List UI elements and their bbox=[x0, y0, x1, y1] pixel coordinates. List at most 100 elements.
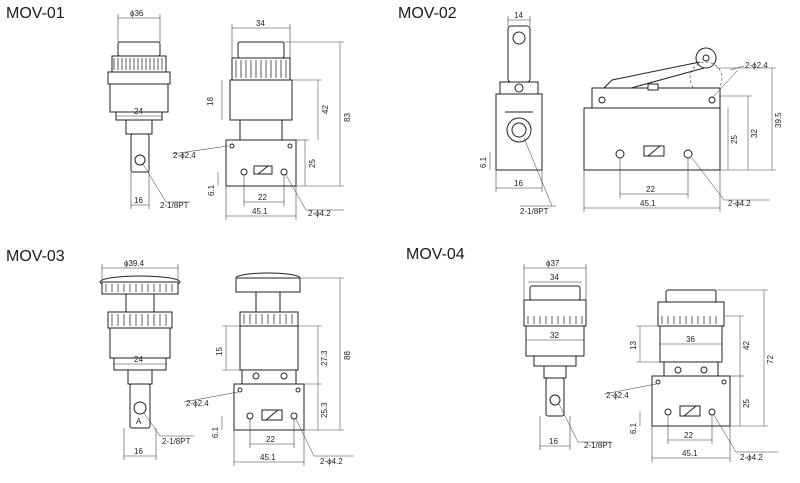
mov04-front-view: ϕ37 34 32 16 2-1/8PT bbox=[523, 259, 613, 450]
mov04-port-large-label: 2-ϕ4.2 bbox=[740, 453, 763, 462]
mov01-slot bbox=[253, 165, 273, 175]
mov01-side-body bbox=[229, 79, 293, 121]
mov01-knob-knurl bbox=[113, 58, 163, 70]
mov04-h13-label: 13 bbox=[629, 341, 638, 350]
mov04-diam-label: ϕ37 bbox=[546, 259, 560, 268]
mov04-base-flange bbox=[533, 355, 577, 367]
mov01-pt-label: 2-1/8PT bbox=[160, 201, 189, 210]
mov03-h253-label: 25.3 bbox=[320, 402, 329, 418]
mov04-w32-label: 32 bbox=[550, 331, 559, 340]
title-mov04: MOV-04 bbox=[406, 246, 465, 263]
mov04-w34-label: 34 bbox=[550, 273, 559, 282]
mov03-body bbox=[109, 327, 171, 359]
title-mov02: MOV-02 bbox=[398, 5, 457, 22]
mov02-w451-label: 45.1 bbox=[640, 199, 656, 208]
mov03-h61-label: 6.1 bbox=[211, 426, 220, 438]
mov03-port-large-label: 2-ϕ4.2 bbox=[320, 457, 343, 466]
mov04-body bbox=[525, 325, 585, 357]
mov04-side-knurl bbox=[661, 316, 717, 324]
mov01-h18-label: 18 bbox=[206, 97, 215, 106]
mov03-head-knurl bbox=[105, 284, 173, 292]
mov03-side-body bbox=[239, 325, 299, 371]
mov04-w36-label: 36 bbox=[686, 335, 695, 344]
mov02-port-circle bbox=[506, 117, 532, 143]
mov04-h42-label: 42 bbox=[742, 341, 751, 350]
mov01-w24-label: 24 bbox=[134, 107, 143, 116]
mov01-h42-label: 42 bbox=[321, 105, 330, 114]
mov01-port-large-label: 2-ϕ4.2 bbox=[308, 209, 331, 218]
mov03-stem bbox=[125, 293, 155, 313]
mov03-ring-knurl bbox=[111, 314, 167, 326]
mov02-h395-label: 39.5 bbox=[774, 112, 783, 128]
mov01-port-small-label: 2-ϕ2.4 bbox=[173, 151, 196, 160]
mov01-h61-label: 6.1 bbox=[207, 184, 216, 196]
mov01-port-hole bbox=[134, 154, 146, 166]
mov02-w16-label: 16 bbox=[514, 179, 523, 188]
mov01-w34-label: 34 bbox=[256, 19, 265, 28]
mov01-front-view: ϕ36 24 16 2-1/8PT bbox=[107, 9, 190, 210]
mov03-side-knurl bbox=[243, 314, 293, 324]
title-mov01: MOV-01 bbox=[6, 5, 65, 22]
mov01-body bbox=[109, 83, 169, 113]
mov01-diam-label: ϕ36 bbox=[130, 9, 144, 18]
mov03-h273-label: 27.3 bbox=[320, 350, 329, 366]
mov04-port-stem bbox=[545, 377, 565, 417]
mov04-port-hole bbox=[549, 394, 561, 406]
mov03-valve-body bbox=[233, 383, 305, 431]
mov03-port-a-label: A bbox=[136, 417, 142, 426]
mov03-head-rim bbox=[101, 281, 179, 295]
mov02-roller-lever bbox=[507, 25, 531, 83]
mov01-side-neck bbox=[239, 119, 283, 141]
mov01-valve-block bbox=[125, 119, 153, 135]
mov02-front-view: 14 6.1 16 2-1/8PT bbox=[479, 11, 556, 216]
mov01-side-knurl bbox=[235, 60, 287, 78]
mov02-body bbox=[495, 93, 543, 171]
mov02-roller bbox=[695, 47, 717, 69]
mov03-h88-label: 88 bbox=[343, 351, 352, 360]
mov02-h61-label: 6.1 bbox=[479, 156, 488, 168]
mov03-w16-label: 16 bbox=[134, 447, 143, 456]
mov03-w22-label: 22 bbox=[266, 435, 275, 444]
mov01-valve-body bbox=[225, 139, 297, 187]
mov04-guard bbox=[523, 299, 587, 327]
mov03-port-stem bbox=[129, 383, 151, 429]
mov04-pt-label: 2-1/8PT bbox=[584, 441, 613, 450]
mov02-port-large-label: 2-ϕ4.2 bbox=[728, 199, 751, 208]
mov02-top-plate bbox=[591, 87, 721, 109]
mov04-h72-label: 72 bbox=[766, 355, 775, 364]
mov01-w451-label: 45.1 bbox=[252, 207, 268, 216]
mov01-h25-label: 25 bbox=[308, 159, 317, 168]
mov02-h25-label: 25 bbox=[730, 135, 739, 144]
mov03-w24-label: 24 bbox=[134, 355, 143, 364]
mov02-h32-label: 32 bbox=[750, 129, 759, 138]
mov03-front-view: A ϕ39.4 24 16 2-1/8PT bbox=[99, 259, 194, 460]
mov03-w451-label: 45.1 bbox=[260, 453, 276, 462]
mov03-side-ring bbox=[239, 311, 299, 327]
mov03-side-stem bbox=[255, 291, 281, 313]
mov04-side-guard bbox=[657, 301, 725, 327]
mov02-port-small-label: 2-ϕ2.4 bbox=[745, 61, 768, 70]
mov04-guard-knurl bbox=[527, 316, 583, 324]
mov02-pt-label: 2-1/8PT bbox=[520, 207, 549, 216]
mov03-diam-label: ϕ39.4 bbox=[124, 259, 145, 268]
mov02-valve-body bbox=[583, 107, 721, 171]
mov02-side-view: 2-ϕ2.4 32 39.5 25 22 45.1 2-ϕ4.2 bbox=[583, 47, 783, 212]
mov03-port-small-label: 2-ϕ2.4 bbox=[186, 399, 209, 408]
mov03-side-view: 15 27.3 88 25.3 2-ϕ2.4 6.1 22 45.1 2-ϕ4.… bbox=[183, 272, 354, 466]
mov01-port-stem bbox=[130, 133, 150, 173]
mov04-side-view: 36 13 42 72 25 2-ϕ2.4 6.1 22 45.1 2-ϕ4.2 bbox=[603, 289, 778, 462]
mov03-pt-label: 2-1/8PT bbox=[162, 437, 191, 446]
mov01-h83-label: 83 bbox=[343, 113, 352, 122]
mov03-port-hole bbox=[133, 401, 147, 415]
mov04-button-cap bbox=[529, 285, 581, 301]
mov04-side-cap bbox=[665, 289, 717, 303]
mov04-valve-block bbox=[543, 365, 567, 379]
mov01-knob-cap bbox=[117, 41, 161, 57]
mov04-h25-label: 25 bbox=[742, 399, 751, 408]
mov03-side-head-rim bbox=[235, 277, 301, 293]
mov01-side-view: 34 18 42 83 25 2-ϕ2.4 6.1 22 45.1 2-ϕ4.2 bbox=[171, 19, 352, 220]
mov04-w22-label: 22 bbox=[684, 431, 693, 440]
mov02-w14-label: 14 bbox=[514, 11, 523, 20]
mov04-w16-label: 16 bbox=[549, 437, 558, 446]
